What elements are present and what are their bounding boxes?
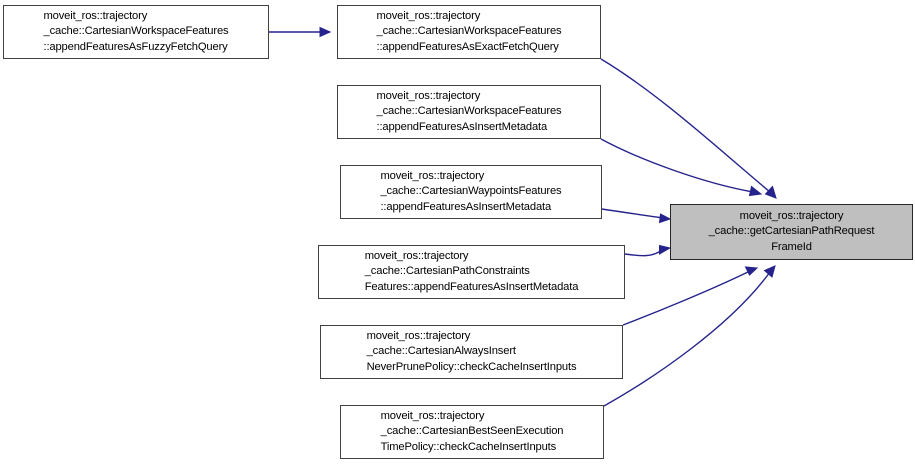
graph-node-label: moveit_ros::trajectory _cache::Cartesian… (43, 10, 229, 53)
graph-node-get-cartesian-path-request-frame-id[interactable]: moveit_ros::trajectory _cache::getCartes… (670, 204, 913, 260)
graph-edge-exact-to-target-arrowhead (764, 185, 777, 199)
graph-node-always-insert-never-prune-policy[interactable]: moveit_ros::trajectory _cache::Cartesian… (320, 325, 623, 379)
graph-edge-always-insert-to-target (622, 270, 751, 326)
graph-node-label: moveit_ros::trajectory _cache::Cartesian… (376, 90, 562, 133)
graph-node-label: moveit_ros::trajectory _cache::Cartesian… (376, 10, 562, 53)
graph-edge-workspace-insert-to-target (600, 138, 754, 193)
graph-node-path-constraints-insert-metadata[interactable]: moveit_ros::trajectory _cache::Cartesian… (318, 245, 625, 299)
graph-node-label: moveit_ros::trajectory _cache::Cartesian… (380, 170, 562, 213)
graph-edge-always-insert-to-target-arrowhead (744, 266, 759, 276)
graph-node-label: moveit_ros::trajectory _cache::Cartesian… (364, 250, 579, 293)
graph-edge-best-seen-to-target (603, 271, 771, 407)
graph-edge-best-seen-to-target-arrowhead (763, 265, 776, 278)
graph-node-label: moveit_ros::trajectory _cache::Cartesian… (380, 410, 564, 453)
graph-edge-exact-to-target (600, 58, 771, 193)
graph-edge-fuzzy-to-exact-arrowhead (319, 26, 332, 38)
graph-node-waypoints-insert-metadata[interactable]: moveit_ros::trajectory _cache::Cartesian… (340, 165, 602, 219)
graph-node-workspace-insert-metadata[interactable]: moveit_ros::trajectory _cache::Cartesian… (337, 85, 601, 139)
graph-node-best-seen-execution-time-policy[interactable]: moveit_ros::trajectory _cache::Cartesian… (340, 405, 604, 459)
graph-edge-waypoints-to-target-arrowhead (658, 213, 672, 224)
graph-edge-workspace-insert-to-target-arrowhead (748, 185, 763, 197)
graph-node-fuzzy-fetch-query[interactable]: moveit_ros::trajectory _cache::Cartesian… (3, 5, 269, 59)
graph-edge-waypoints-to-target (601, 208, 664, 219)
graph-node-exact-fetch-query[interactable]: moveit_ros::trajectory _cache::Cartesian… (337, 5, 601, 59)
graph-node-label: moveit_ros::trajectory _cache::getCartes… (708, 210, 875, 253)
graph-edge-path-constraints-to-target (624, 248, 664, 257)
graph-node-label: moveit_ros::trajectory _cache::Cartesian… (366, 330, 577, 373)
graph-edge-path-constraints-to-target-arrowhead (659, 244, 672, 255)
